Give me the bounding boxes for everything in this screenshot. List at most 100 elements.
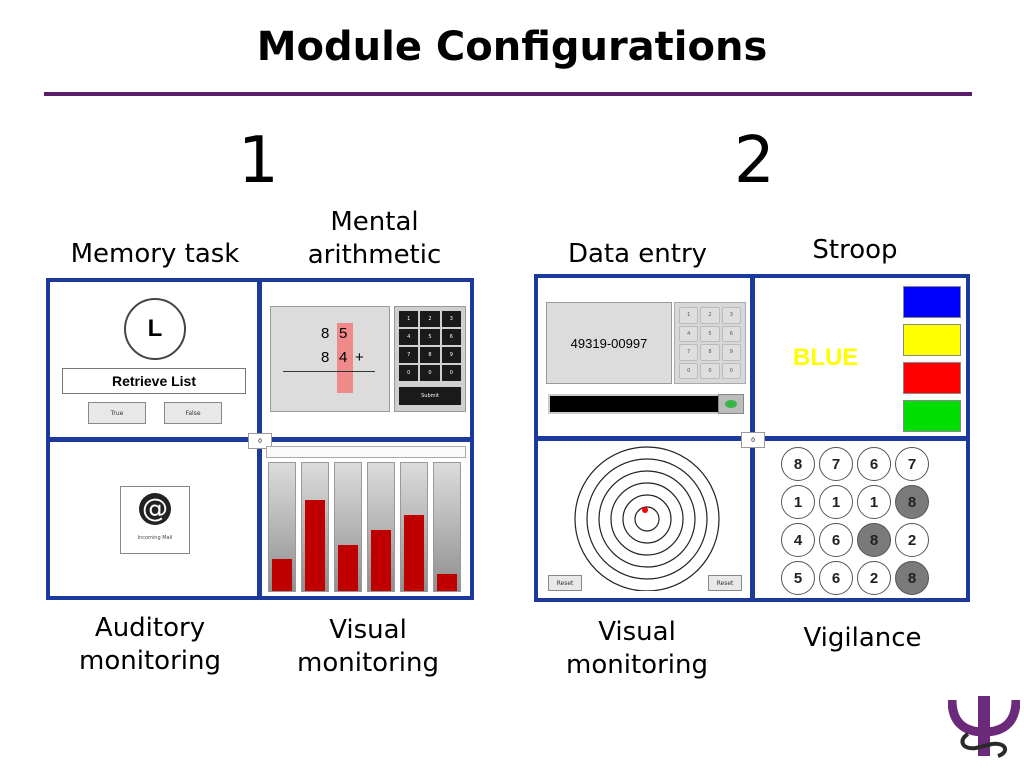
vigilance-number-button[interactable]: 8 — [895, 485, 929, 519]
vigilance-number-button[interactable]: 8 — [857, 523, 891, 557]
reset-right-button[interactable]: Reset — [708, 575, 742, 591]
gauge-fill — [338, 544, 358, 591]
keypad-key-9[interactable]: 0 — [679, 362, 699, 379]
keypad-key-5[interactable]: 6 — [721, 325, 741, 342]
data-entry-value: 49319-00997 — [546, 302, 672, 384]
radar-display — [574, 446, 720, 591]
mail-caption: Incoming Mail — [137, 535, 173, 541]
vigilance-number-button[interactable]: 8 — [895, 561, 929, 595]
color-swatch-button[interactable] — [903, 286, 961, 318]
level-gauge — [367, 462, 395, 592]
reset-left-button[interactable]: Reset — [548, 575, 582, 591]
true-button[interactable]: True — [88, 402, 146, 424]
vigilance-number-button[interactable]: 6 — [819, 523, 853, 557]
keypad-key-2[interactable]: 3 — [441, 311, 461, 327]
stroop-word: BLUE — [793, 344, 859, 371]
visual-monitoring-radar-module: Reset Reset — [538, 441, 750, 598]
vigilance-number-button[interactable]: 1 — [781, 485, 815, 519]
gauge-fill — [404, 515, 424, 591]
config-1-panel: 0 L Retrieve List True False 8 5 8 4 + 1… — [46, 278, 474, 600]
gauge-fill — [371, 529, 391, 591]
level-gauge — [301, 462, 329, 592]
label-visual-monitoring-1: Visual monitoring — [283, 614, 453, 680]
vigilance-number-button[interactable]: 7 — [819, 447, 853, 481]
label-vigilance: Vigilance — [803, 623, 922, 653]
keypad-key-6[interactable]: 7 — [679, 344, 699, 361]
label-line: monitoring — [297, 648, 439, 678]
label-line: arithmetic — [307, 240, 442, 270]
config-1-number: 1 — [238, 124, 279, 198]
visual-monitoring-gauges-module — [262, 442, 470, 596]
keypad-key-0[interactable]: 1 — [399, 311, 419, 327]
vigilance-number-button[interactable]: 6 — [819, 561, 853, 595]
label-mental-arithmetic: Mental arithmetic — [292, 206, 457, 272]
psi-logo-icon — [948, 696, 1020, 758]
keypad-key-4[interactable]: 5 — [700, 325, 720, 342]
label-line: Visual — [329, 615, 407, 645]
center-counter[interactable]: 0 — [741, 432, 765, 448]
data-entry-input[interactable] — [548, 394, 720, 414]
label-line: Mental — [330, 207, 419, 237]
keypad-key-4[interactable]: 5 — [420, 329, 440, 345]
keypad-key-3[interactable]: 4 — [679, 325, 699, 342]
label-auditory-monitoring: Auditory monitoring — [60, 612, 240, 678]
submit-button[interactable]: Submit — [399, 387, 461, 405]
color-swatch-button[interactable] — [903, 324, 961, 356]
sum-line — [283, 371, 375, 372]
keypad-key-9[interactable]: 0 — [399, 365, 419, 381]
center-counter[interactable]: 0 — [248, 433, 272, 449]
vigilance-number-button[interactable]: 5 — [781, 561, 815, 595]
plus-sign: + — [355, 349, 364, 366]
keypad-key-1[interactable]: 2 — [700, 307, 720, 324]
config-2-number: 2 — [734, 124, 775, 198]
stroop-module: BLUE — [755, 278, 966, 436]
enter-button[interactable] — [718, 394, 744, 414]
label-line: monitoring — [79, 646, 221, 676]
vigilance-number-button[interactable]: 1 — [857, 485, 891, 519]
keypad-key-10[interactable]: 0 — [700, 362, 720, 379]
keypad-key-7[interactable]: 8 — [700, 344, 720, 361]
keypad-key-8[interactable]: 9 — [441, 347, 461, 363]
digit: 8 — [321, 349, 330, 366]
keypad-key-10[interactable]: 0 — [420, 365, 440, 381]
keypad-key-11[interactable]: 0 — [721, 362, 741, 379]
vigilance-number-button[interactable]: 2 — [895, 523, 929, 557]
vigilance-number-button[interactable]: 1 — [819, 485, 853, 519]
vigilance-number-button[interactable]: 6 — [857, 447, 891, 481]
vigilance-number-button[interactable]: 8 — [781, 447, 815, 481]
keypad-key-1[interactable]: 2 — [420, 311, 440, 327]
keypad-key-11[interactable]: 0 — [441, 365, 461, 381]
false-button[interactable]: False — [164, 402, 222, 424]
digit: 4 — [339, 349, 348, 366]
auditory-monitoring-module: @ Incoming Mail — [50, 442, 257, 596]
retrieve-list-button[interactable]: Retrieve List — [62, 368, 246, 394]
keypad-key-8[interactable]: 9 — [721, 344, 741, 361]
keypad-key-5[interactable]: 6 — [441, 329, 461, 345]
label-line: Visual — [598, 617, 676, 647]
label-data-entry: Data entry — [567, 239, 708, 269]
gauge-fill — [272, 559, 292, 591]
keypad-key-2[interactable]: 3 — [721, 307, 741, 324]
vigilance-number-button[interactable]: 7 — [895, 447, 929, 481]
color-swatch-button[interactable] — [903, 400, 961, 432]
gauge-header-bar — [266, 446, 466, 458]
keypad-key-6[interactable]: 7 — [399, 347, 419, 363]
gauge-fill — [305, 500, 325, 591]
memory-letter: L — [124, 298, 186, 360]
keypad-key-3[interactable]: 4 — [399, 329, 419, 345]
digit: 5 — [339, 325, 348, 342]
vigilance-number-button[interactable]: 2 — [857, 561, 891, 595]
color-swatch-button[interactable] — [903, 362, 961, 394]
memory-task-module: L Retrieve List True False — [50, 282, 257, 437]
keypad-key-0[interactable]: 1 — [679, 307, 699, 324]
vigilance-number-button[interactable]: 4 — [781, 523, 815, 557]
label-line: monitoring — [566, 650, 708, 680]
keypad-key-7[interactable]: 8 — [420, 347, 440, 363]
label-line: Auditory — [94, 613, 206, 643]
